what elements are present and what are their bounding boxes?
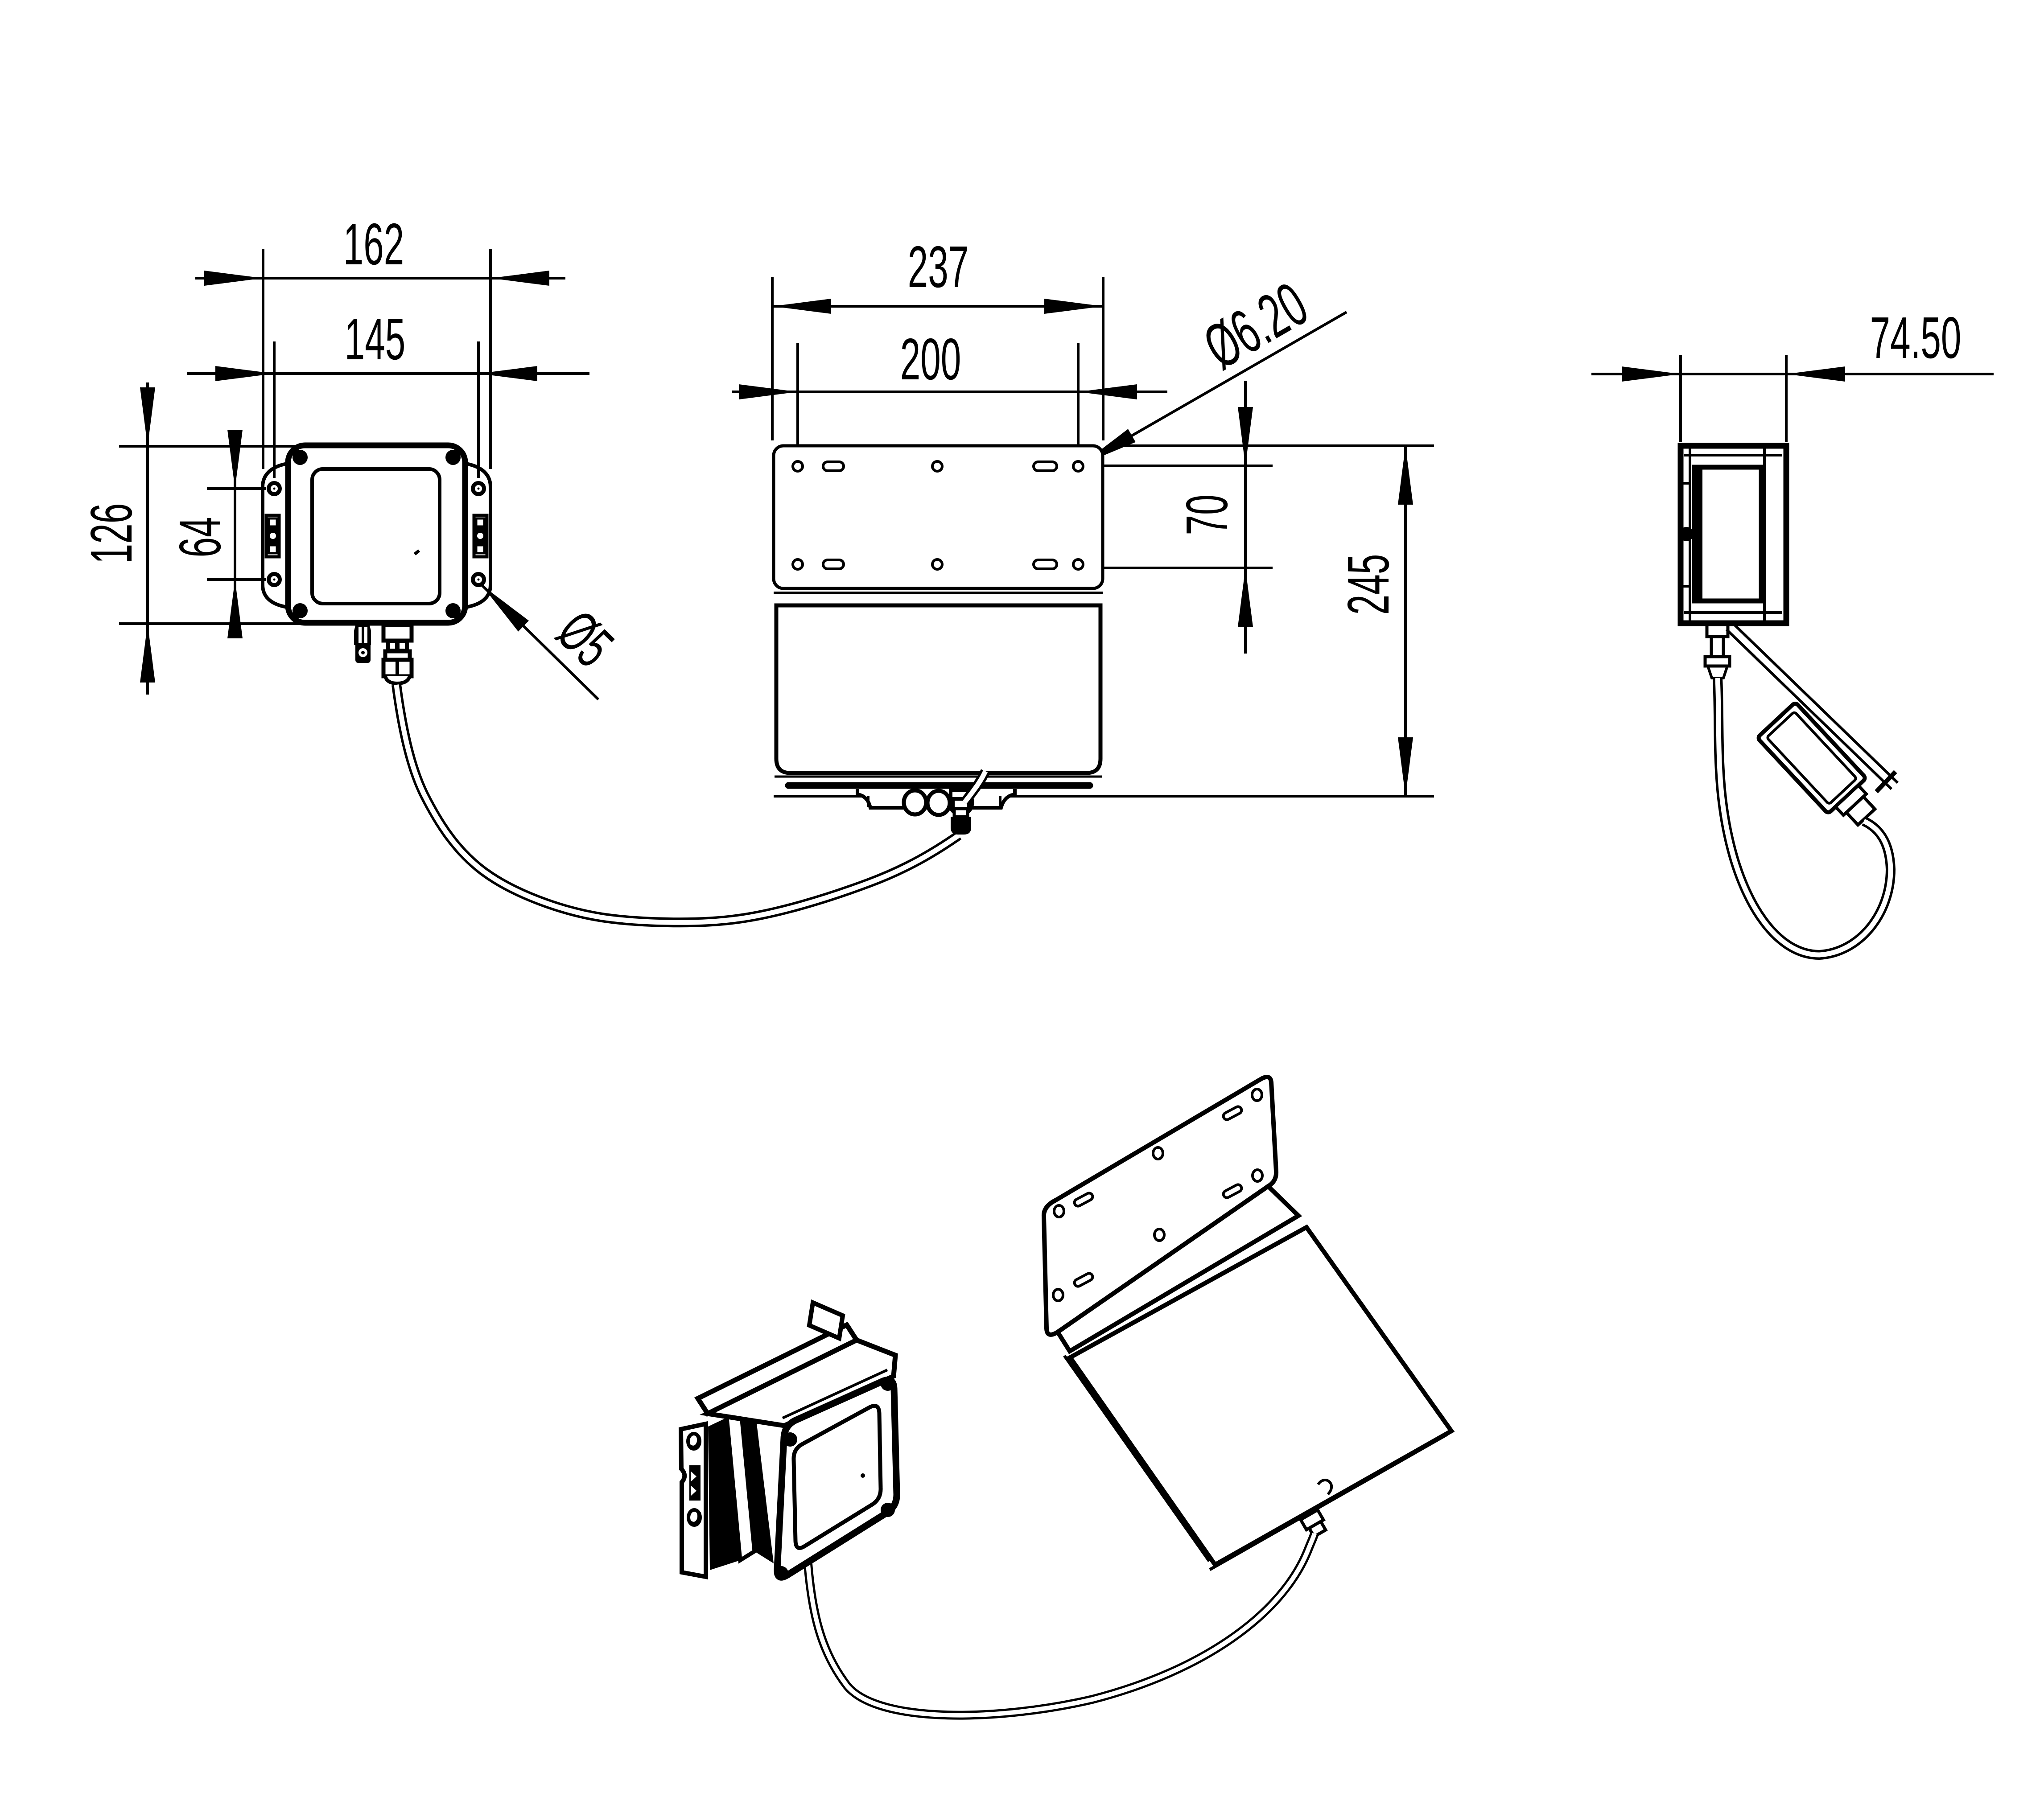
- svg-text:200: 200: [900, 327, 961, 392]
- svg-text:70: 70: [1174, 494, 1240, 535]
- svg-text:162: 162: [343, 212, 404, 277]
- svg-text:245: 245: [1336, 554, 1401, 615]
- svg-text:237: 237: [908, 234, 969, 300]
- svg-text:126: 126: [79, 503, 144, 564]
- svg-text:64: 64: [168, 517, 233, 557]
- svg-text:145: 145: [345, 307, 406, 372]
- svg-text:74.50: 74.50: [1870, 305, 1962, 371]
